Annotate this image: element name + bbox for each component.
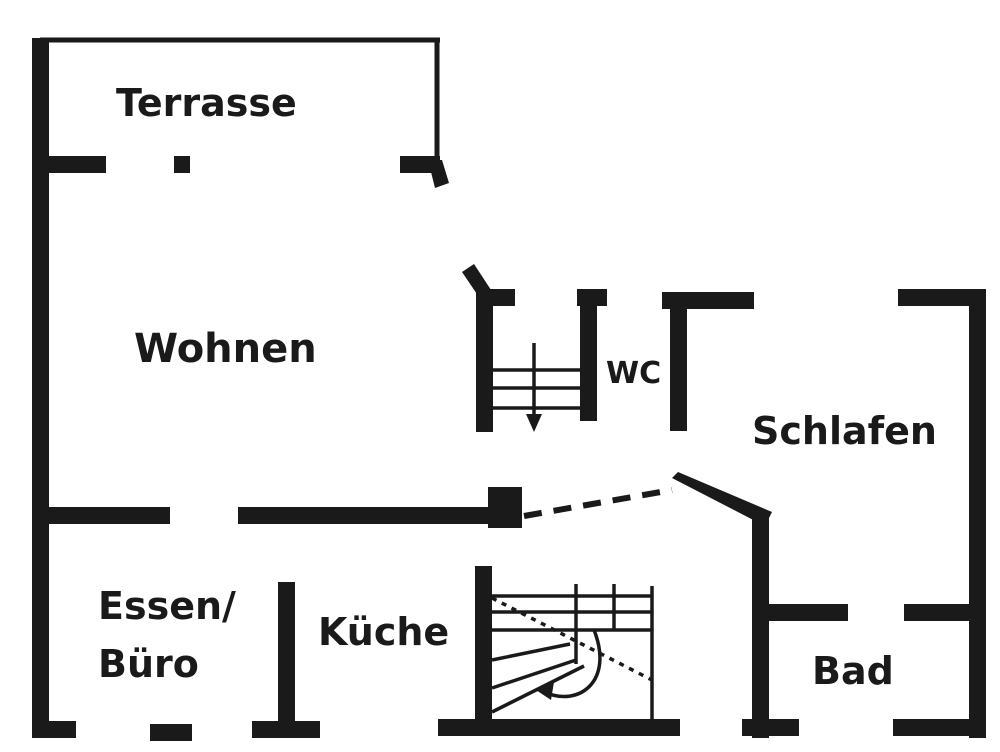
lower-stair-step-5 (491, 664, 585, 714)
lower-stair-arrow (543, 629, 602, 699)
wall-terrasse-corner (428, 160, 449, 188)
lower-stair-step-4 (491, 658, 577, 690)
room-label-bad: Bad (812, 649, 894, 693)
wall-lower-stair-left (475, 566, 492, 731)
stair-arrow-head (526, 414, 542, 432)
lower-stair-diagonal (491, 596, 653, 682)
wall-stair-right (580, 289, 597, 421)
wall-kueche-divider (278, 582, 295, 722)
wall-bottom-1 (32, 721, 76, 738)
room-label-kueche: Küche (318, 610, 449, 654)
room-label-essen: Essen/ (98, 584, 236, 628)
wall-terrasse-post (174, 156, 190, 173)
room-label-wc: WC (606, 356, 661, 391)
wall-bottom-3 (252, 721, 320, 738)
wall-schlafen-top (898, 289, 986, 306)
wall-bottom-4 (438, 719, 680, 736)
room-label-wohnen: Wohnen (134, 326, 317, 372)
wall-bad-top-2 (904, 604, 986, 621)
wall-bottom-6 (893, 719, 986, 736)
wall-bad-top-1 (752, 604, 848, 621)
wall-stair-left (476, 289, 493, 432)
wall-angled-schlafen (672, 472, 772, 526)
room-label-schlafen: Schlafen (752, 409, 937, 453)
wall-wc-right (670, 292, 687, 431)
wall-mid-1 (40, 507, 170, 524)
wall-mid-2 (238, 507, 496, 524)
wall-mid-block (488, 487, 522, 528)
wall-bottom-2 (150, 724, 192, 741)
lower-stair-step-3 (491, 642, 571, 662)
wall-dashed-opening (523, 487, 673, 519)
wall-terrasse-1 (40, 156, 106, 173)
wall-bottom-5 (742, 719, 799, 736)
lower-stair-arrow-head (536, 682, 554, 700)
room-label-buero: Büro (98, 642, 199, 686)
room-label-terrasse: Terrasse (116, 81, 297, 125)
wall-right-outer (969, 289, 986, 738)
wall-schlafen-lower (752, 512, 769, 738)
wall-left-outer (32, 38, 49, 738)
